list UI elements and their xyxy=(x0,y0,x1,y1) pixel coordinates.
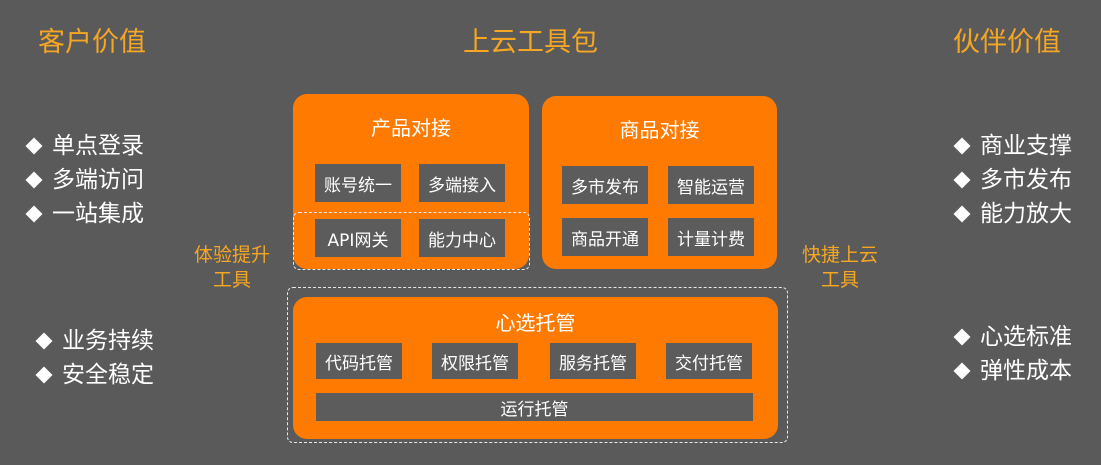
list-item: 安全稳定 xyxy=(35,358,154,392)
chip-account-unify: 账号统一 xyxy=(315,164,401,202)
goods-integration-panel: 商品对接 多市发布 智能运营 商品开通 计量计费 xyxy=(542,96,777,269)
chip-capability-center: 能力中心 xyxy=(419,219,505,257)
diamond-bullet-icon xyxy=(25,171,43,189)
chip-multi-market-publish: 多市发布 xyxy=(562,166,648,204)
partner-value-list-2: 心选标准 弹性成本 xyxy=(953,320,1072,388)
list-item: 商业支撑 xyxy=(953,129,1072,163)
quick-cloud-tool-label: 快捷上云 工具 xyxy=(801,244,878,291)
chip-service-hosting: 服务托管 xyxy=(550,343,636,379)
heading-partner-value: 伙伴价值 xyxy=(953,27,1061,58)
chip-permission-hosting: 权限托管 xyxy=(432,343,518,379)
diamond-bullet-icon xyxy=(35,366,53,384)
list-item: 多端访问 xyxy=(25,163,144,197)
list-item: 多市发布 xyxy=(953,163,1072,197)
chip-code-hosting: 代码托管 xyxy=(316,343,402,379)
chip-metering-billing: 计量计费 xyxy=(668,218,754,256)
panel-title: 心选托管 xyxy=(495,311,576,335)
experience-tool-outline xyxy=(293,212,530,270)
list-item: 业务持续 xyxy=(35,324,154,358)
diamond-bullet-icon xyxy=(953,171,971,189)
chip-multi-endpoint: 多端接入 xyxy=(419,164,505,202)
customer-value-list-1: 单点登录 多端访问 一站集成 xyxy=(25,129,144,231)
product-integration-panel: 产品对接 账号统一 多端接入 API网关 能力中心 xyxy=(293,94,529,269)
panel-title: 商品对接 xyxy=(619,118,700,142)
list-item: 单点登录 xyxy=(25,129,144,163)
bar-runtime-hosting: 运行托管 xyxy=(316,393,753,421)
heading-toolkit: 上云工具包 xyxy=(463,27,598,58)
heading-customer-value: 客户价值 xyxy=(38,27,146,58)
partner-value-list-1: 商业支撑 多市发布 能力放大 xyxy=(953,129,1072,231)
chip-delivery-hosting: 交付托管 xyxy=(666,343,752,379)
chip-api-gateway: API网关 xyxy=(315,219,401,257)
list-item: 弹性成本 xyxy=(953,354,1072,388)
customer-value-list-2: 业务持续 安全稳定 xyxy=(35,324,154,392)
diamond-bullet-icon xyxy=(35,332,53,350)
diamond-bullet-icon xyxy=(953,362,971,380)
list-item: 能力放大 xyxy=(953,197,1072,231)
panel-title: 产品对接 xyxy=(371,116,451,140)
diamond-bullet-icon xyxy=(953,137,971,155)
diamond-bullet-icon xyxy=(953,328,971,346)
diamond-bullet-icon xyxy=(25,137,43,155)
experience-tool-label: 体验提升 工具 xyxy=(193,244,270,291)
diamond-bullet-icon xyxy=(953,205,971,223)
list-item: 一站集成 xyxy=(25,197,144,231)
managed-hosting-panel: 心选托管 代码托管 权限托管 服务托管 交付托管 运行托管 xyxy=(293,297,778,439)
chip-smart-operation: 智能运营 xyxy=(668,166,754,204)
chip-goods-activation: 商品开通 xyxy=(562,218,648,256)
diamond-bullet-icon xyxy=(25,205,43,223)
quick-cloud-tool-outline xyxy=(287,287,788,443)
list-item: 心选标准 xyxy=(953,320,1072,354)
